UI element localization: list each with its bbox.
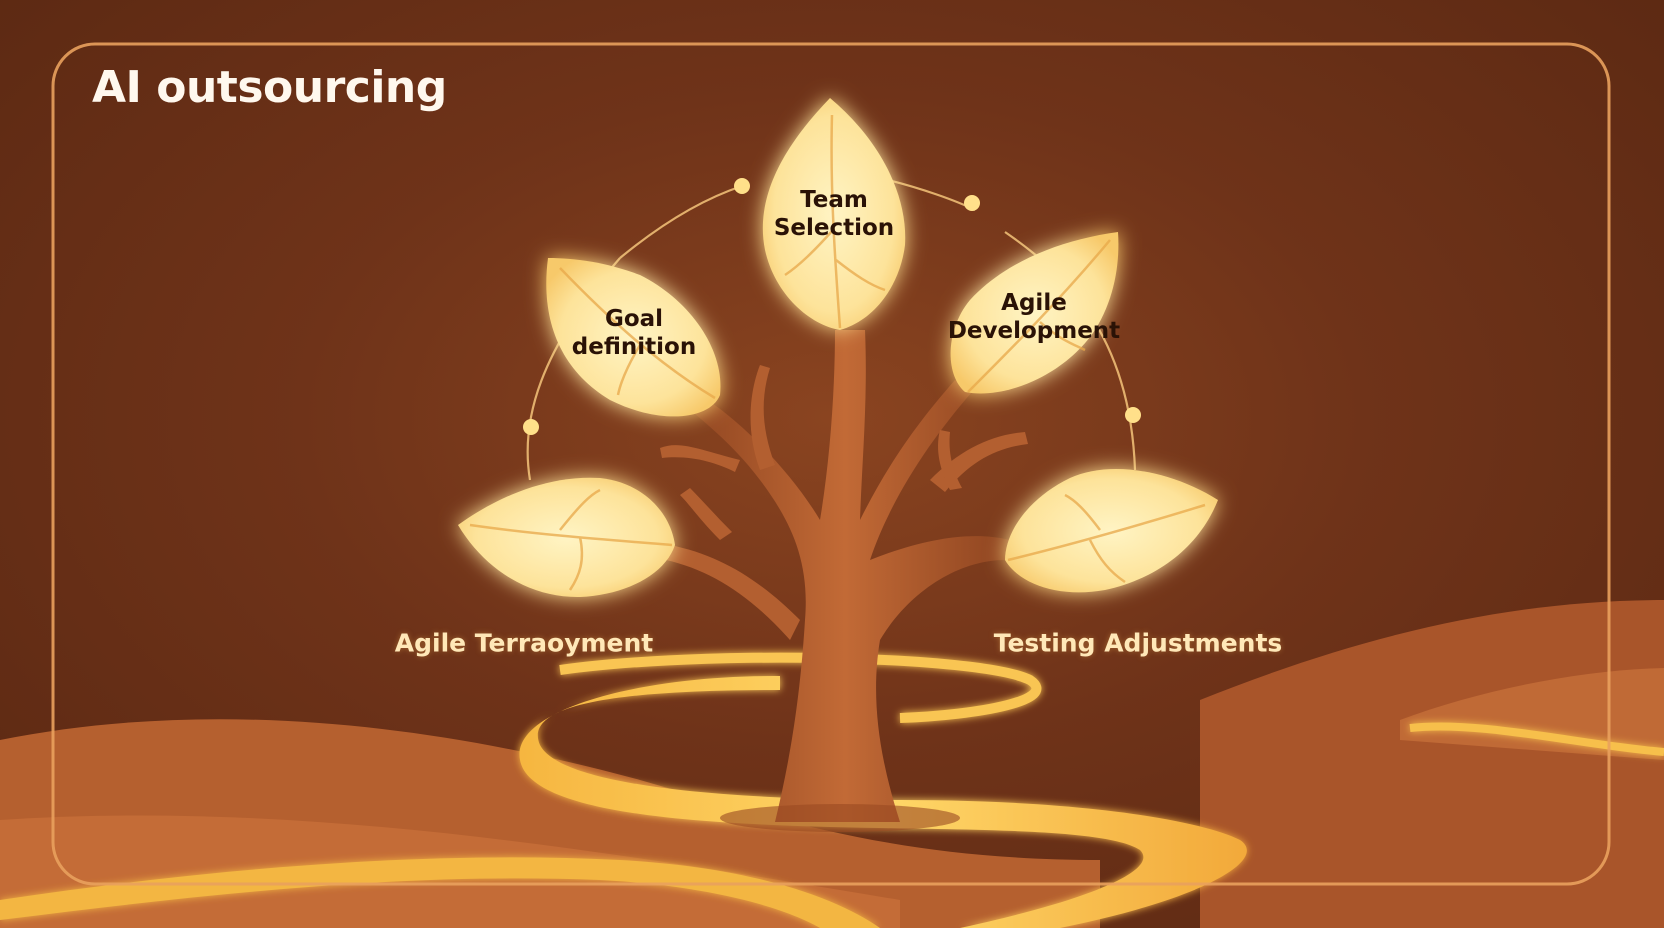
leaf-label-line: Goal <box>604 306 664 332</box>
branch-left-lower <box>666 545 800 640</box>
tree <box>660 330 1028 832</box>
connector-dots <box>523 178 1141 435</box>
leaf-agile-development <box>950 232 1119 394</box>
leaf-label-agile-development: Agile Development <box>948 289 1120 345</box>
leaf-label-line: definition <box>571 334 697 360</box>
leaf-label-goal-definition: Goal definition <box>572 305 696 361</box>
branch-twig <box>680 488 732 540</box>
leaf-label-line: Team <box>800 187 868 213</box>
leaf-left-lower <box>458 477 675 598</box>
caption-right: Testing Adjustments <box>993 628 1283 658</box>
leaf-label-line: Development <box>947 318 1121 344</box>
leaf-label-line: Selection <box>773 215 895 241</box>
connector-dot <box>523 419 539 435</box>
page-title: AI outsourcing <box>92 62 447 113</box>
branch-twig <box>660 445 740 472</box>
leaf-right-lower <box>1005 469 1218 593</box>
branch-twig <box>750 365 775 470</box>
leaf-veins <box>469 114 1206 591</box>
content-frame <box>51 42 1611 886</box>
connector-dot <box>1125 407 1141 423</box>
connector-dot <box>734 178 750 194</box>
caption-left: Agile Terraoyment <box>394 628 654 658</box>
leaf-label-line: Agile <box>1001 290 1067 316</box>
connector-dot <box>964 195 980 211</box>
leaf-label-team-selection: Team Selection <box>774 186 894 242</box>
branch-twig <box>938 430 962 490</box>
